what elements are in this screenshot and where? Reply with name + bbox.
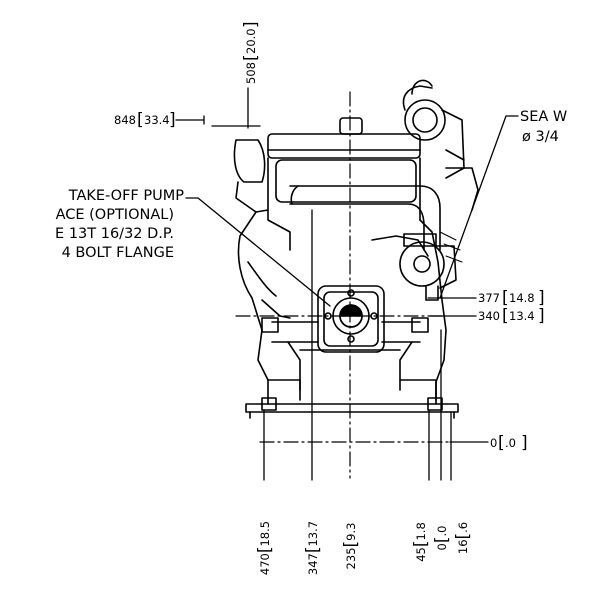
pto-note-line4: 4 BOLT FLANGE: [62, 245, 174, 261]
dim-top-508-inch: 20.0: [244, 28, 258, 54]
dim-bottom-347: 347[13.7: [303, 521, 323, 575]
sea-note-line2: ø 3/4: [522, 129, 559, 145]
dim-bottom-16: 16[.6: [453, 522, 473, 554]
dim-bracket-close: ]: [169, 110, 176, 130]
dim-bottom-16-text: 16[.6: [453, 522, 473, 554]
dim-bottom-470-text: 470[18.5: [255, 521, 275, 575]
pto-note-line2: ACE (OPTIONAL): [56, 207, 174, 223]
dim-bracket-open: [: [502, 288, 509, 308]
dim-right-340: 340 [ 13.4 ]: [478, 306, 545, 326]
dim-bracket-close: ]: [241, 21, 261, 28]
dim-bracket-open: [: [241, 54, 261, 61]
dim-bottom-0-text: 0[.0: [432, 526, 452, 551]
dim-bottom-45-text: 45[1.8: [411, 522, 431, 562]
pto-note: TAKE-OFF PUMP ACE (OPTIONAL) E 13T 16/32…: [55, 188, 184, 261]
dim-left-848-mm: 848: [114, 113, 136, 127]
dim-bottom-45: 45[1.8: [411, 522, 431, 562]
dim-top-508: 508 [ 20.0 ]: [241, 21, 261, 84]
dim-top-508-mm: 508: [244, 62, 258, 84]
dim-left-848: 848 [ 33.4 ]: [114, 110, 176, 130]
dim-right-0: 0 [ .0 ]: [490, 433, 528, 453]
dim-bottom-235: 235[9.3: [341, 523, 361, 570]
dim-right-0-mm: 0: [490, 436, 497, 450]
dim-left-848-inch: 33.4: [144, 113, 170, 127]
sea-water-note: SEA W ø 3/4: [520, 109, 567, 145]
dim-bottom-0: 0[.0: [432, 526, 452, 551]
pto-note-line1: TAKE-OFF PUMP: [68, 188, 185, 204]
center-lines: [235, 91, 449, 479]
dim-right-377-inch: 14.8: [509, 291, 535, 305]
sea-note-line1: SEA W: [520, 109, 567, 125]
dim-bottom-235-text: 235[9.3: [341, 523, 361, 570]
engine-outline: [233, 79, 479, 419]
dimension-leaders: [175, 87, 519, 481]
dim-right-0-inch: .0: [505, 436, 516, 450]
dim-bottom-470: 470[18.5: [255, 521, 275, 575]
dim-right-377: 377 [ 14.8 ]: [478, 288, 545, 308]
dim-bracket-open: [: [502, 306, 509, 326]
dim-right-340-mm: 340: [478, 309, 500, 323]
dim-right-377-mm: 377: [478, 291, 500, 305]
dim-bracket-open: [: [137, 110, 144, 130]
dim-bracket-close: ]: [521, 433, 528, 453]
dim-bracket-close: ]: [538, 306, 545, 326]
dim-right-340-inch: 13.4: [509, 309, 535, 323]
pto-note-line3: E 13T 16/32 D.P.: [55, 226, 174, 242]
dim-bottom-347-text: 347[13.7: [303, 521, 323, 575]
dim-bracket-open: [: [498, 433, 505, 453]
dim-bracket-close: ]: [538, 288, 545, 308]
